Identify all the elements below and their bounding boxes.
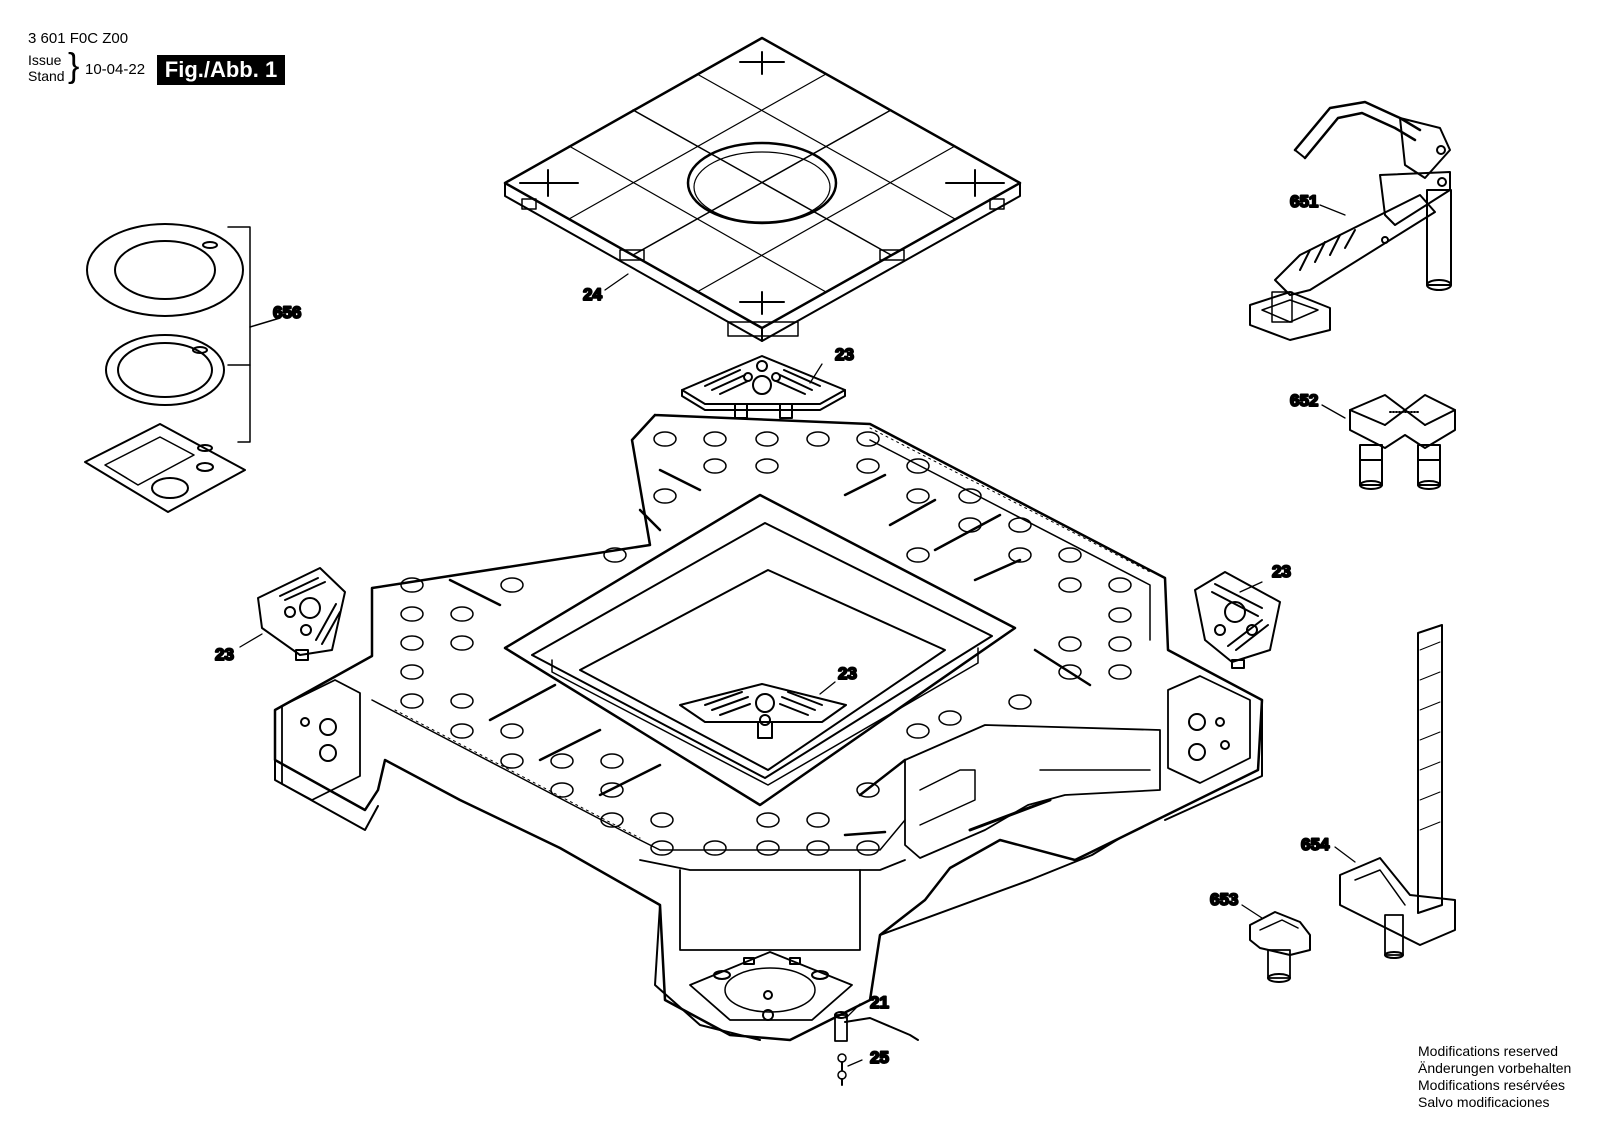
part-23-pad-right [1194,571,1281,669]
part-652-stop-block [1349,394,1456,490]
callout-23-left: 23 [215,645,234,664]
callout-656: 656 [273,303,301,322]
issue-stand-labels: Issue Stand [28,52,65,84]
part-654-fence [1339,624,1456,959]
part-21-lever [834,1011,919,1042]
part-number: 3 601 F0C Z00 [28,30,129,47]
stand-label: Stand [28,68,65,84]
modifications-note: Modifications reserved Änderungen vorbeh… [1418,1043,1571,1111]
part-651-clamp [1249,100,1452,341]
part-23-pad-center [679,683,847,739]
callout-23-center: 23 [838,664,857,683]
part-656-rings [84,223,281,513]
callout-651: 651 [1290,192,1318,211]
part-24-insert-plate [503,36,1022,342]
callout-652: 652 [1290,391,1318,410]
modifications-line: Modifications resérvées [1418,1077,1566,1093]
part-653-small-clamp [1249,911,1311,983]
brace-symbol: } [68,47,80,85]
callout-654: 654 [1301,835,1330,854]
modifications-line: Modifications reserved [1418,1043,1559,1059]
callout-24: 24 [583,285,602,304]
figure-badge: Fig./Abb. 1 [157,55,285,85]
issue-label: Issue [28,52,62,68]
main-work-table [273,413,1264,1042]
callout-23-top: 23 [835,345,854,364]
leader-lines [239,204,1356,1067]
callout-653: 653 [1210,890,1238,909]
modifications-line: Änderungen vorbehalten [1418,1060,1572,1076]
table-holes [400,431,1132,856]
modifications-line: Salvo modificaciones [1418,1094,1550,1110]
part-25-screws [837,1053,847,1086]
part-23-pad-top [681,355,846,419]
callout-25: 25 [870,1048,889,1067]
issue-date: 10-04-22 [85,61,146,78]
callout-23-right: 23 [1272,562,1291,581]
part-23-pad-left [257,567,346,661]
callout-21: 21 [870,993,889,1012]
